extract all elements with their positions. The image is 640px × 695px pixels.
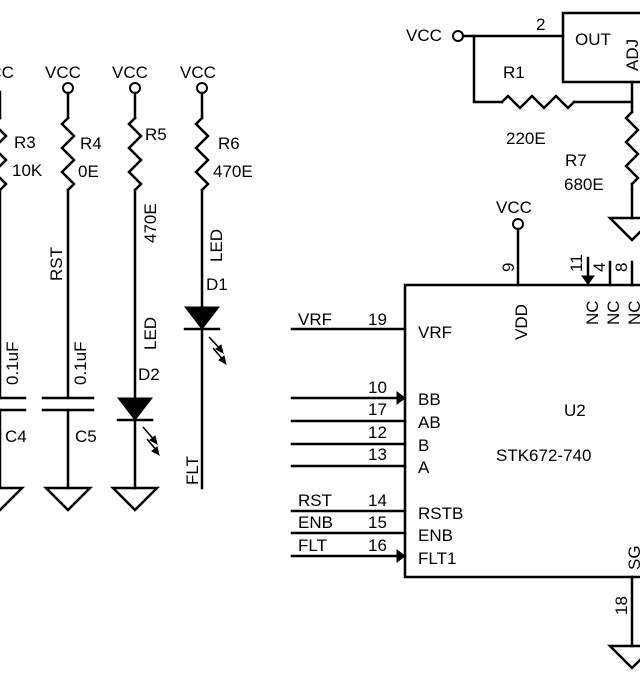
r6-value: 470E: [213, 162, 253, 181]
pin-number: 17: [368, 400, 387, 419]
pin-a: 13 A: [290, 445, 430, 477]
r1-ref: R1: [503, 63, 525, 82]
pin-net-label: VRF: [298, 310, 332, 329]
reg-out-pin: OUT: [575, 30, 611, 49]
reg-adj-pin: ADJ: [623, 39, 640, 71]
r5-ref: R5: [145, 125, 167, 144]
pin-number: 16: [368, 536, 387, 555]
pin-name: ENB: [418, 526, 453, 545]
led-d2-symbol: [116, 397, 154, 421]
pin-name: RSTB: [418, 504, 463, 523]
d2-type: LED: [141, 317, 160, 350]
vcc-label: VCC: [112, 63, 148, 82]
pin-net-label: FLT: [298, 536, 327, 555]
u2-ref: U2: [564, 401, 586, 420]
vcc-label: VCC: [0, 63, 14, 82]
flt-net-label: FLT: [183, 456, 202, 485]
vcc-label: VCC: [45, 63, 81, 82]
ground-symbol: [109, 486, 161, 512]
pin-name: FLT1: [418, 549, 456, 568]
r3-branch: VCC R3 10K 0.1uF C4: [0, 63, 43, 512]
c4-value: 0.1uF: [3, 342, 22, 385]
r7-value: 680E: [564, 175, 604, 194]
regulator-body: [561, 11, 640, 84]
r6-d1-branch: VCC R6 470E LED D1 FLT: [180, 63, 253, 490]
pin-number: 19: [368, 310, 387, 329]
pin-vrf: VRF 19 VRF: [290, 310, 452, 342]
pin-name: AB: [418, 413, 441, 432]
r6-ref: R6: [218, 134, 240, 153]
r3-value: 10K: [12, 161, 43, 180]
pin-ab: 17 AB: [290, 400, 441, 432]
pin-name: VRF: [418, 323, 452, 342]
pin-net-label: ENB: [298, 513, 333, 532]
d1-ref: D1: [206, 275, 228, 294]
rst-net-label: RST: [47, 247, 66, 281]
r5-d2-branch: VCC R5 470E LED D2: [109, 63, 167, 512]
nc-pin-8-name: NC: [625, 300, 640, 325]
nc-pin-11-number: 11: [567, 254, 586, 272]
pin-number: 15: [368, 513, 387, 532]
pin-name: B: [418, 436, 429, 455]
pin-number: 13: [368, 445, 387, 464]
vcc-terminal: [62, 82, 74, 94]
reg-out-pin-number: 2: [536, 15, 545, 34]
u2-part-number: STK672-740: [496, 446, 591, 465]
sg-pin-number: 18: [612, 596, 631, 615]
u2-body: [403, 283, 640, 579]
nc-pin-11-name: NC: [583, 300, 602, 325]
r1-value: 220E: [506, 129, 546, 148]
u2-ic: U2 STK672-740 VCC 9 VDD 11 NC 4 NC 8 NC …: [290, 198, 640, 670]
d1-type: LED: [207, 229, 226, 262]
r4-ref: R4: [80, 134, 102, 153]
vcc-label: VCC: [496, 198, 532, 217]
r5-value: 470E: [141, 203, 160, 243]
r7-ref: R7: [565, 151, 587, 170]
r4-value: 0E: [78, 162, 99, 181]
c5-ref: C5: [75, 427, 97, 446]
pin-enb: ENB 15 ENB: [290, 513, 453, 545]
r4-branch: VCC R4 0E RST 0.1uF C5: [41, 63, 102, 512]
pin-number: 12: [368, 423, 387, 442]
pin-number: 14: [368, 491, 387, 510]
c5-value: 0.1uF: [71, 342, 90, 385]
regulator: VCC 2 R1 220E OUT ADJ R7 680E: [406, 11, 640, 242]
c4-ref: C4: [5, 427, 27, 446]
pin-bb: 10 BB: [290, 378, 441, 409]
pin-name: A: [418, 458, 430, 477]
d2-ref: D2: [138, 365, 160, 384]
ground-symbol: [606, 644, 640, 670]
nc-pin-4-number: 4: [590, 263, 609, 272]
nc-pin-4-name: NC: [604, 300, 623, 325]
vcc-terminal: [196, 82, 208, 94]
vdd-pin-number: 9: [499, 263, 518, 272]
vcc-label: VCC: [406, 26, 442, 45]
pin-rstb: RST 14 RSTB: [290, 491, 463, 523]
pin-name: BB: [418, 390, 441, 409]
ground-symbol: [0, 486, 26, 512]
r3-ref: R3: [14, 133, 36, 152]
vcc-label: VCC: [180, 63, 216, 82]
sg-pin-name: SG: [625, 545, 640, 570]
ground-symbol: [42, 486, 94, 512]
vcc-terminal: [452, 30, 464, 42]
ground-symbol: [606, 216, 640, 242]
pin-net-label: RST: [298, 491, 332, 510]
led-d1-symbol: [183, 306, 221, 330]
nc-pin-8-number: 8: [612, 263, 631, 272]
pin-b: 12 B: [290, 423, 429, 455]
vcc-terminal: [512, 218, 524, 230]
vdd-pin-name: VDD: [512, 304, 531, 340]
vcc-terminal: [129, 82, 141, 94]
pin-number: 10: [368, 378, 387, 397]
pin-flt1: FLT 16 FLT1: [290, 536, 456, 568]
